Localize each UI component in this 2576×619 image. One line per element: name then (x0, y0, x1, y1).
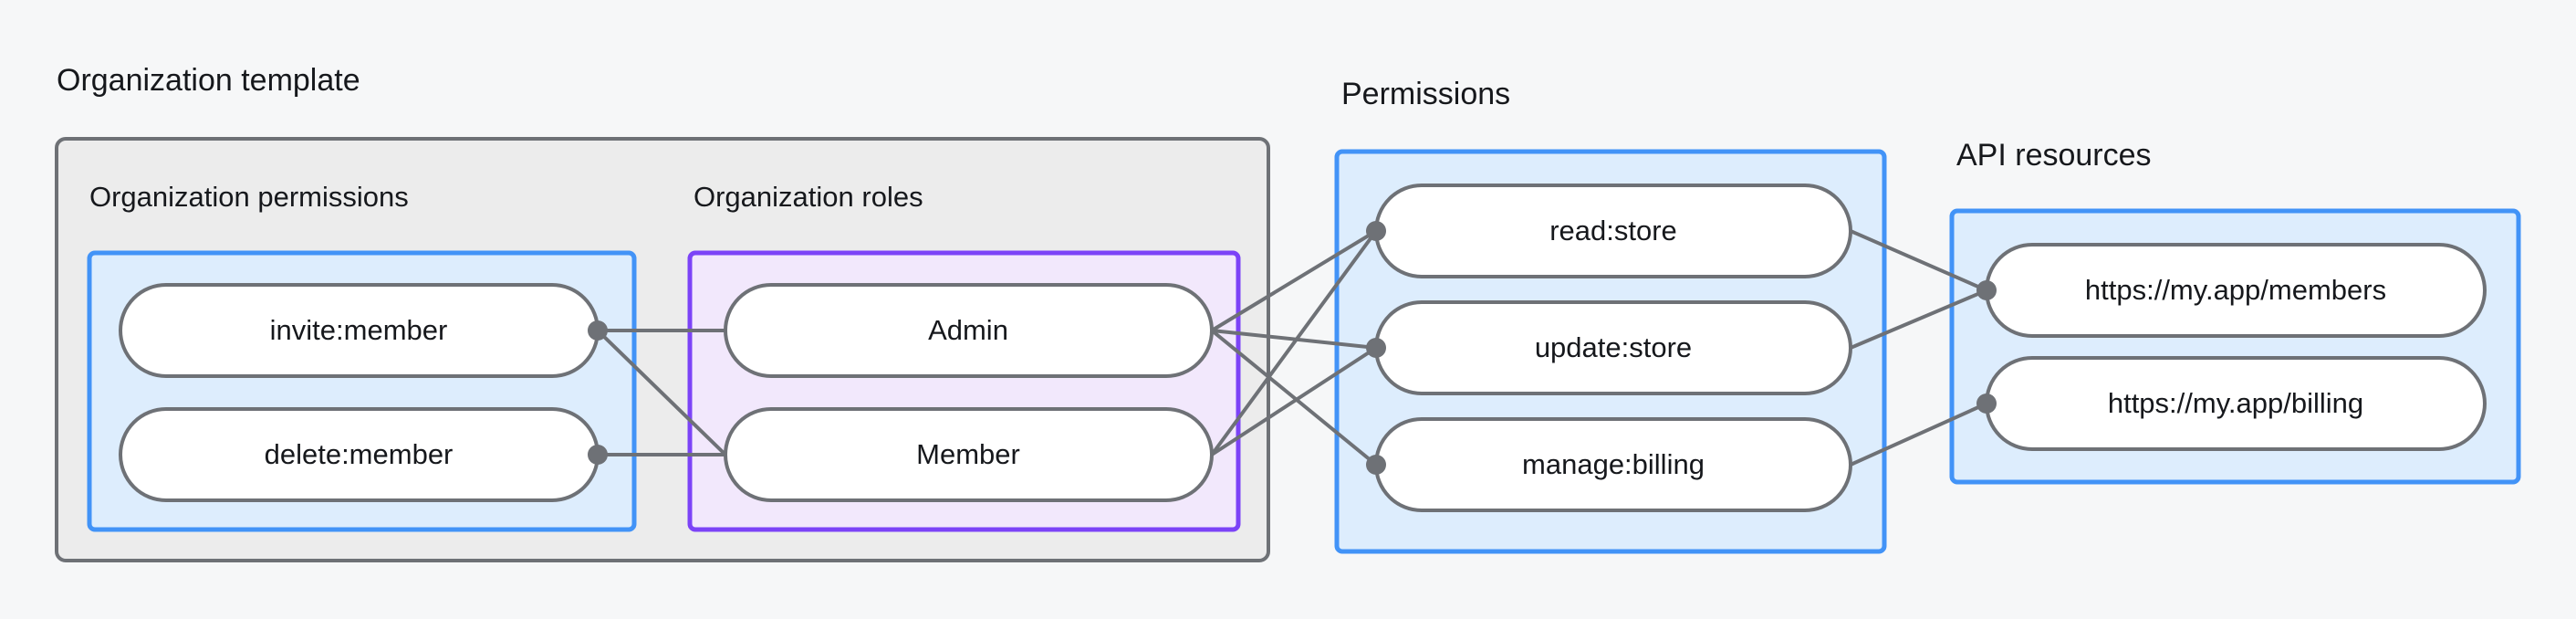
node-member-label: Member (916, 438, 1020, 470)
edge-update-store-to-members-resource (1850, 289, 1987, 350)
edge-member-to-read-store (1210, 229, 1378, 456)
edge-dot-invite-member (588, 320, 608, 341)
edge-dot-update-store (1366, 338, 1386, 358)
edge-invite-member-to-member (596, 329, 727, 456)
edge-admin-to-update-store (1211, 329, 1377, 350)
node-invite-member-label: invite:member (270, 314, 448, 346)
node-read-store-label: read:store (1549, 215, 1677, 247)
edge-dot-members-resource (1976, 280, 1997, 300)
edge-group-permissions-to-roles (588, 320, 727, 465)
edge-manage-billing-to-billing-resource (1850, 402, 1987, 467)
node-admin-label: Admin (928, 314, 1008, 346)
subgroup-title-organization-roles: Organization roles (694, 181, 923, 213)
node-member[interactable]: Member (724, 407, 1214, 502)
edge-dot-read-store (1366, 221, 1386, 241)
subgroup-title-organization-permissions: Organization permissions (89, 181, 409, 213)
group-title-api-resources: API resources (1956, 138, 2152, 173)
node-update-store[interactable]: update:store (1374, 300, 1852, 395)
edge-member-to-update-store (1210, 346, 1378, 456)
edge-group-roles-to-permissions (1210, 229, 1378, 467)
node-invite-member[interactable]: invite:member (119, 283, 600, 378)
node-delete-member[interactable]: delete:member (119, 407, 600, 502)
group-title-organization-template: Organization template (57, 63, 360, 98)
node-manage-billing[interactable]: manage:billing (1374, 417, 1852, 512)
node-read-store[interactable]: read:store (1374, 184, 1852, 278)
node-delete-member-label: delete:member (265, 438, 454, 470)
edge-group-permissions-to-resources (1850, 229, 1987, 467)
node-billing-resource-label: https://my.app/billing (2108, 387, 2363, 419)
edge-admin-to-read-store (1210, 229, 1378, 332)
node-admin[interactable]: Admin (724, 283, 1214, 378)
edge-dot-delete-member (588, 445, 608, 465)
edge-read-store-to-members-resource (1850, 229, 1987, 292)
edge-dot-billing-resource (1976, 393, 1997, 414)
node-members-resource-label: https://my.app/members (2085, 274, 2386, 306)
node-update-store-label: update:store (1535, 331, 1692, 363)
edge-dot-manage-billing (1366, 455, 1386, 475)
node-members-resource[interactable]: https://my.app/members (1985, 243, 2487, 338)
node-manage-billing-label: manage:billing (1522, 448, 1705, 480)
node-billing-resource[interactable]: https://my.app/billing (1985, 356, 2487, 451)
group-title-permissions: Permissions (1341, 77, 1510, 111)
edge-admin-to-manage-billing (1210, 329, 1378, 467)
